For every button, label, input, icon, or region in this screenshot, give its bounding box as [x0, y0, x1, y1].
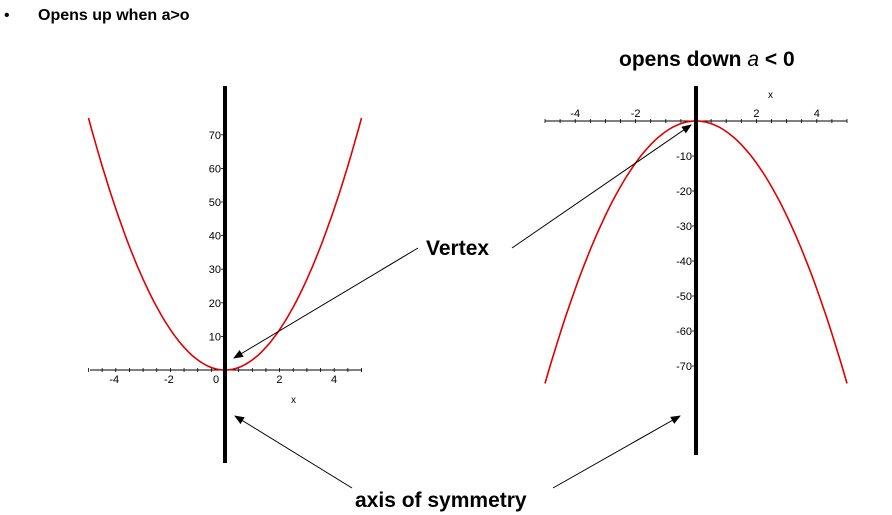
- left-y-tick-label: 60: [209, 163, 221, 175]
- vertex-arrow-right: [511, 124, 692, 249]
- vertex-label: Vertex: [426, 237, 489, 260]
- right-y-tick-label: -20: [676, 186, 692, 198]
- upward-parabola-graph: -4 -2 0 2 4 10 20 30 40 50 60 70 x: [87, 86, 363, 463]
- left-x-tick-label: 2: [276, 374, 282, 386]
- bullet-symbol: •: [4, 7, 10, 24]
- left-y-tick-label: 30: [209, 264, 221, 276]
- left-y-ticks: 10 20 30 40 50 60 70: [209, 130, 225, 343]
- left-x-variable: x: [291, 395, 296, 406]
- right-x-tick-label: 2: [753, 108, 759, 120]
- left-x-tick-label: -4: [109, 374, 119, 386]
- left-y-tick-label: 20: [209, 298, 221, 310]
- axis-of-symmetry-label: axis of symmetry: [355, 489, 527, 512]
- right-x-variable: x: [768, 90, 773, 101]
- right-x-tick-label: -2: [631, 108, 641, 120]
- right-y-tick-label: -10: [676, 151, 692, 163]
- downward-parabola-graph: -4 -2 2 4 -10 -20 -30 -40 -50 -60 -70 x: [544, 86, 848, 455]
- left-y-tick-label: 40: [209, 231, 221, 243]
- left-y-tick-label: 10: [209, 331, 221, 343]
- symmetry-arrow-right: [552, 415, 681, 489]
- bullet-text: Opens up when a>o: [38, 7, 190, 24]
- opens-down-variable: a: [747, 48, 759, 71]
- left-x-tick-label: 4: [331, 374, 337, 386]
- right-x-ticks: -4 -2 2 4: [544, 108, 848, 123]
- right-x-tick-label: -4: [570, 108, 580, 120]
- right-y-ticks: -10 -20 -30 -40 -50 -60 -70: [676, 151, 696, 373]
- right-y-tick-label: -70: [676, 361, 692, 373]
- right-y-tick-label: -40: [676, 256, 692, 268]
- right-y-tick-label: -50: [676, 291, 692, 303]
- left-y-tick-label: 70: [209, 130, 221, 142]
- opens-down-suffix: < 0: [759, 48, 795, 71]
- left-x-tick-label: -2: [164, 374, 174, 386]
- left-x-tick-label: 0: [213, 374, 219, 386]
- opens-down-label: opens down a < 0: [619, 48, 795, 71]
- right-y-tick-label: -30: [676, 221, 692, 233]
- opens-down-prefix: opens down: [619, 48, 747, 71]
- right-x-tick-label: 4: [814, 108, 820, 120]
- bullet-line: • Opens up when a>o: [4, 7, 190, 25]
- right-y-tick-label: -60: [676, 326, 692, 338]
- vertex-arrow-left: [233, 247, 419, 359]
- left-y-tick-label: 50: [209, 197, 221, 209]
- left-x-ticks: -4 -2 0 2 4: [88, 368, 362, 386]
- symmetry-arrow-left: [234, 415, 353, 489]
